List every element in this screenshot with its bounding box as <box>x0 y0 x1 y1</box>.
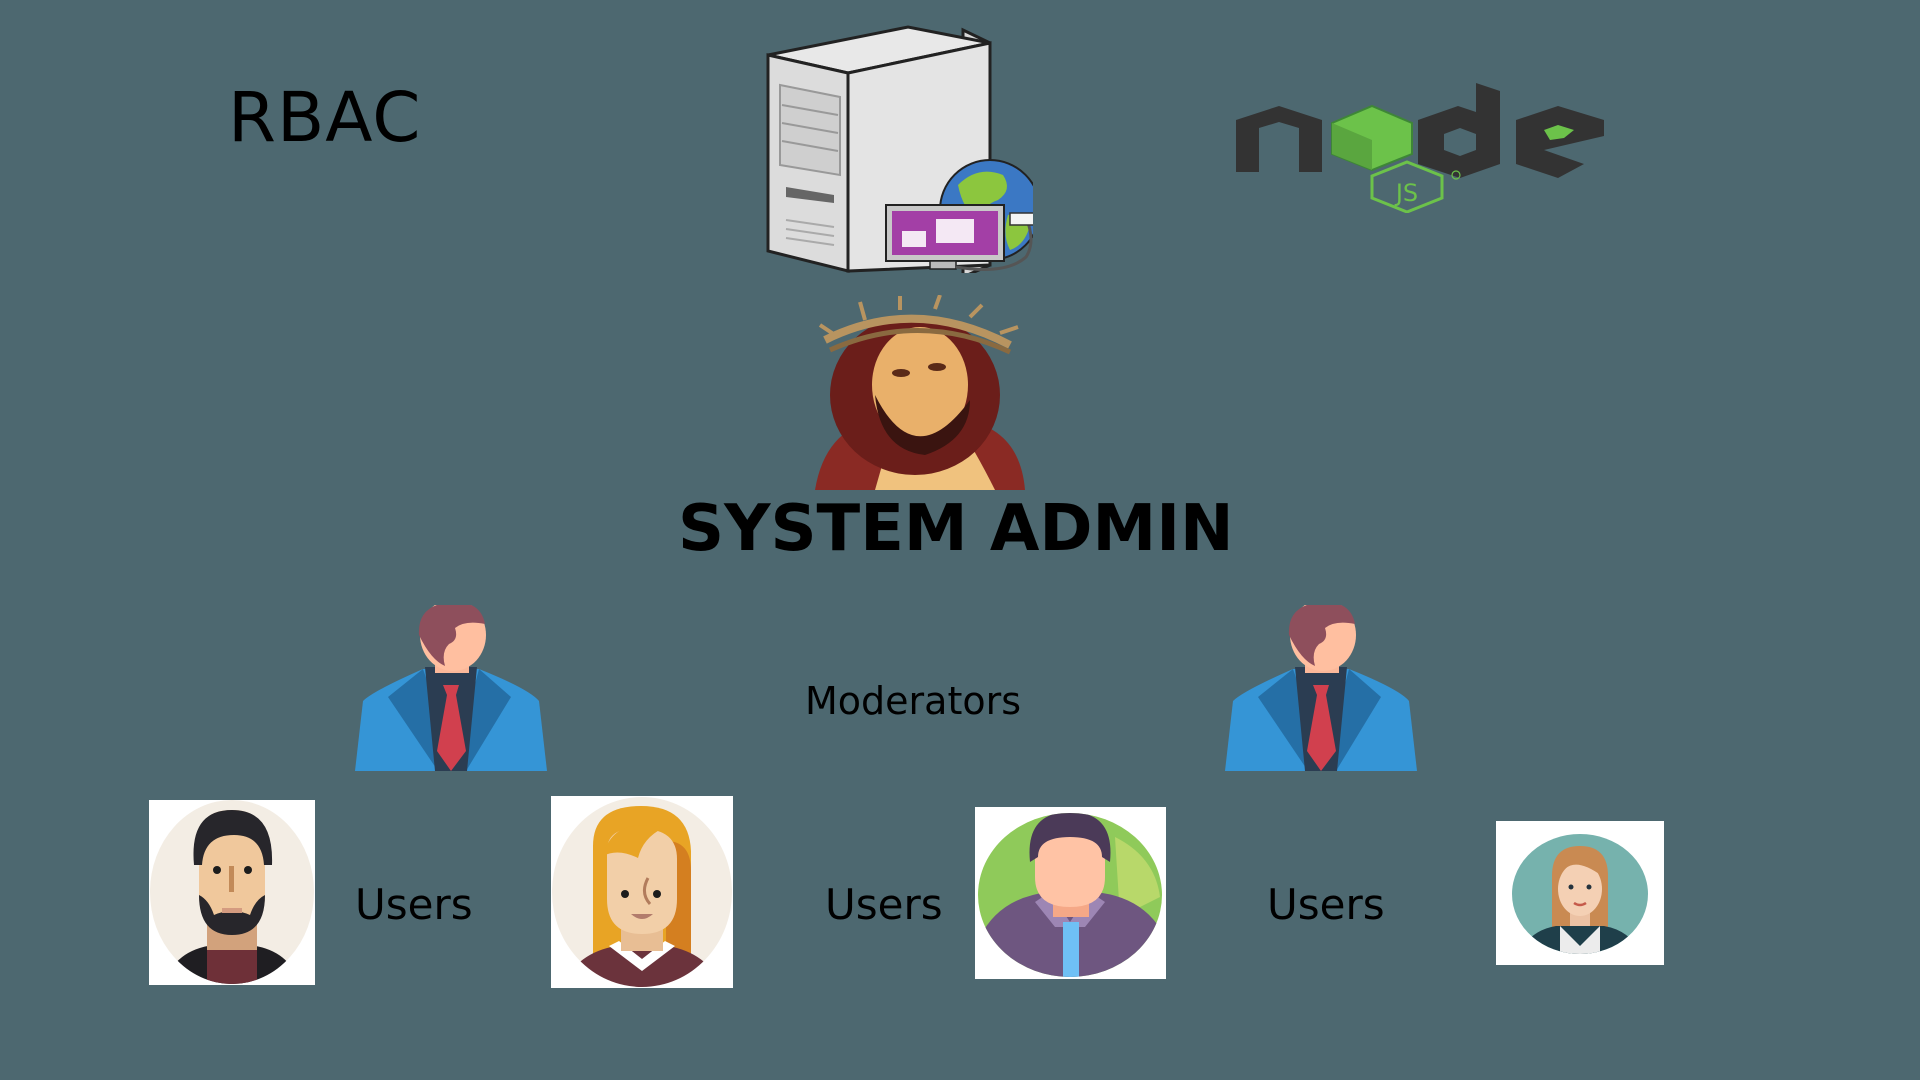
user-avatar-bearded-man <box>149 800 315 985</box>
nodejs-logo: JS <box>1234 78 1608 213</box>
diagram-title: RBAC <box>228 78 422 158</box>
server-with-globe-icon <box>758 15 1033 273</box>
system-admin-label: SYSTEM ADMIN <box>678 492 1234 566</box>
user-avatar-man-green <box>975 807 1166 979</box>
user-avatar-blonde-woman <box>551 796 733 988</box>
moderators-label: Moderators <box>805 679 1022 723</box>
moderator-right-icon <box>1225 605 1417 771</box>
users-label-1: Users <box>355 880 473 929</box>
users-label-2: Users <box>825 880 943 929</box>
user-avatar-woman-teal <box>1496 821 1664 965</box>
nodejs-js-text: JS <box>1394 179 1418 207</box>
admin-portrait-image <box>805 295 1030 500</box>
moderator-left-icon <box>355 605 547 771</box>
users-label-3: Users <box>1267 880 1385 929</box>
